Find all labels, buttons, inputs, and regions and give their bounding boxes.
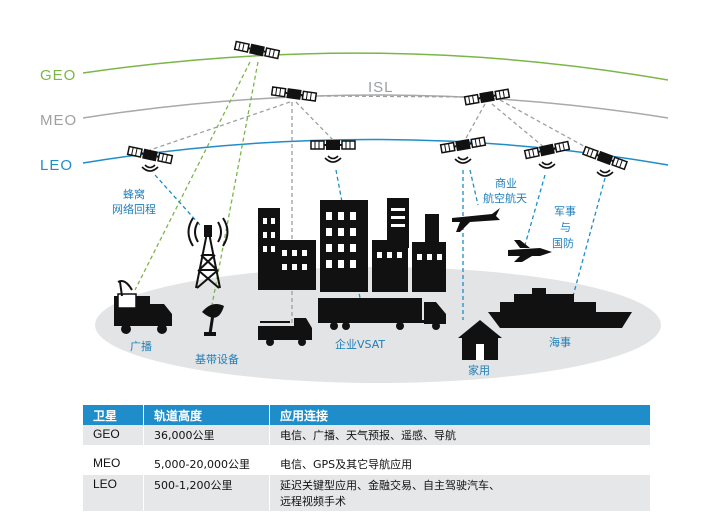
broadcast-van-icon	[114, 280, 172, 334]
leo-label: LEO	[40, 157, 73, 174]
leo-satellite-2	[310, 139, 356, 151]
table-row: GEO 36,000公里 电信、广播、天气预报、遥感、导航	[83, 425, 650, 446]
table-cell: 电信、广播、天气预报、遥感、导航	[269, 425, 650, 446]
table-cell: 电信、GPS及其它导航应用	[269, 445, 650, 475]
military-label-2: 与	[560, 221, 571, 234]
table-cell: 延迟关键型应用、金融交易、自主驾驶汽车、 远程视频手术	[269, 474, 650, 512]
table-cell: LEO	[83, 474, 144, 512]
military-label-3: 国防	[552, 236, 574, 250]
geo-links	[134, 61, 259, 306]
cellular-label-2: 网络回程	[112, 202, 156, 216]
broadcast-label: 广播	[130, 339, 152, 353]
meo-satellite-1	[270, 84, 318, 104]
leo-satellite-1	[126, 144, 174, 166]
cell-tower-icon	[187, 217, 229, 289]
airplane-icon	[452, 208, 500, 232]
table-row: LEO 500-1,200公里 延迟关键型应用、金融交易、自主驾驶汽车、 远程视…	[83, 474, 650, 512]
table-cell: MEO	[83, 445, 144, 475]
table-row: MEO 5,000-20,000公里 电信、GPS及其它导航应用	[83, 445, 650, 475]
house-icon	[458, 320, 502, 360]
truck-icon	[258, 318, 312, 346]
table-cell-line: 远程视频手术	[280, 495, 346, 508]
orbit-table: 卫星 轨道高度 应用连接 GEO 36,000公里 电信、广播、天气预报、遥感、…	[83, 405, 650, 512]
city-skyline	[258, 198, 446, 292]
satellite-dish-icon	[202, 304, 224, 336]
broadband-label: 基带设备	[195, 352, 239, 366]
home-label: 家用	[468, 363, 490, 377]
aviation-label-2: 航空航天	[483, 191, 527, 205]
leo-satellite-4	[523, 139, 571, 161]
signal-icon	[141, 155, 614, 177]
table-header: 轨道高度	[143, 405, 270, 425]
table-cell: 500-1,200公里	[143, 474, 270, 512]
meo-orbit	[82, 94, 669, 119]
aviation-label-1: 商业	[495, 176, 517, 190]
table-header-row: 卫星 轨道高度 应用连接	[83, 405, 650, 425]
table-cell: 36,000公里	[143, 425, 270, 446]
meo-label: MEO	[40, 112, 77, 129]
geo-label: GEO	[40, 67, 76, 84]
leo-satellite-3	[439, 135, 487, 155]
maritime-label: 海事	[549, 335, 571, 349]
table-cell: GEO	[83, 425, 144, 446]
table-cell-line: 延迟关键型应用、金融交易、自主驾驶汽车、	[280, 479, 500, 492]
semi-truck-icon	[318, 298, 446, 330]
enterprise-vsat-label: 企业VSAT	[335, 337, 385, 351]
ship-icon	[488, 288, 632, 328]
fighter-jet-icon	[508, 240, 552, 262]
isl-label: ISL	[368, 79, 394, 96]
table-header: 卫星	[83, 405, 144, 425]
geo-orbit	[82, 52, 669, 81]
meo-satellite-2	[463, 87, 511, 107]
meo-links	[149, 95, 601, 330]
table-cell: 5,000-20,000公里	[143, 445, 270, 475]
table-header: 应用连接	[269, 405, 650, 425]
cellular-label-1: 蜂窝	[123, 187, 145, 201]
military-label-1: 军事	[554, 205, 576, 218]
